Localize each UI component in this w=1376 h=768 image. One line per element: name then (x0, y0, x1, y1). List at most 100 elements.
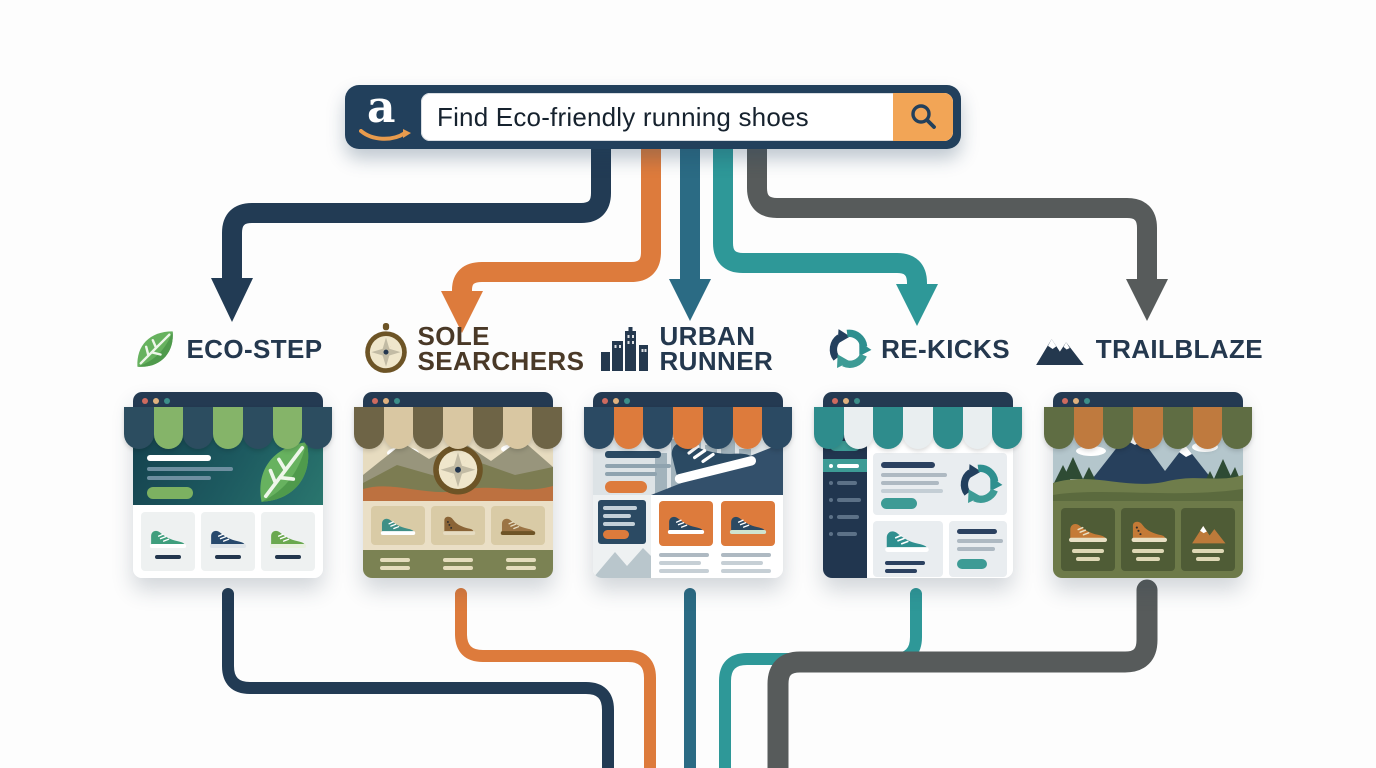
window-dot (832, 397, 838, 404)
product-card[interactable] (1061, 508, 1115, 571)
storefront-sole-searchers (354, 392, 563, 578)
product-row (1053, 501, 1243, 578)
compass-icon (363, 323, 409, 375)
awning (1044, 407, 1253, 449)
city-icon (599, 327, 651, 371)
line-from-eco-step (222, 588, 614, 768)
hiking-boot-icon (1127, 518, 1169, 545)
hero-cta-button[interactable] (147, 487, 193, 499)
window-dot (1084, 397, 1090, 404)
store-label-sole-searchers: SOLE SEARCHERS (343, 316, 585, 382)
product-text-line (659, 553, 709, 557)
search-input[interactable]: Find Eco-friendly running shoes (421, 93, 893, 141)
amazon-logo-letter: a (367, 82, 396, 133)
window-dot (1073, 397, 1079, 404)
sidebar-bullet (829, 481, 833, 485)
product-text-line (885, 569, 917, 573)
leaf-icon (133, 327, 177, 371)
product-card[interactable] (491, 506, 545, 545)
nav-text-line (603, 514, 631, 518)
sidebar-bullet (829, 515, 833, 519)
line-from-sole-searchers (455, 588, 656, 768)
browser-bar (823, 392, 1013, 409)
product-card[interactable] (431, 506, 485, 545)
hiking-shoe-icon (1067, 518, 1109, 545)
footer-text-group (379, 558, 410, 570)
product-text-line (275, 554, 301, 559)
product-text-line (659, 569, 709, 573)
browser-bar (1053, 392, 1243, 409)
browser-bar (363, 392, 553, 409)
store-name: URBAN RUNNER (659, 321, 774, 376)
sneaker-icon (208, 525, 248, 551)
recycle-icon (826, 326, 872, 372)
arrowhead-sole-searchers (441, 291, 483, 333)
store-label-eco-step: ECO-STEP (113, 316, 343, 382)
search-field: Find Eco-friendly running shoes (421, 93, 953, 141)
product-card[interactable] (873, 521, 943, 577)
sneaker-icon (379, 513, 417, 538)
sneaker-icon (883, 525, 931, 555)
product-card[interactable] (261, 512, 315, 571)
product-card[interactable] (1121, 508, 1175, 571)
product-text-line (1072, 549, 1104, 553)
arrowhead-urban-runner (669, 279, 711, 321)
sidebar-bullet (829, 498, 833, 502)
mountain-icon (1033, 331, 1087, 368)
product-card[interactable] (371, 506, 425, 545)
window-dot (383, 397, 389, 404)
hero-cta-button[interactable] (605, 481, 647, 493)
product-card[interactable] (141, 512, 195, 571)
product-row (133, 505, 323, 578)
sidebar-bullet (829, 532, 833, 536)
store-name: SOLE SEARCHERS (417, 321, 585, 376)
product-text-line (215, 554, 241, 559)
sneaker-icon (666, 511, 706, 537)
sidebar-button[interactable] (830, 441, 860, 451)
product-card[interactable] (1181, 508, 1235, 571)
store-column-urban-runner: URBAN RUNNER (573, 316, 803, 578)
content-section (593, 495, 783, 578)
window-dot (602, 397, 608, 404)
sidebar-text-line (837, 481, 857, 485)
hero-text-line (147, 476, 211, 480)
window-dot (372, 397, 378, 404)
arrow-to-trailblaze (747, 140, 1157, 282)
boot-icon (439, 513, 477, 538)
product-text-line (721, 569, 771, 573)
hero-text-line (605, 451, 661, 458)
product-button[interactable] (956, 559, 987, 569)
mountain-scene (1053, 427, 1243, 501)
mountain-badge-icon (1192, 525, 1226, 544)
hero-banner (363, 409, 553, 501)
nav-button[interactable] (603, 530, 629, 539)
product-text-line (1192, 549, 1224, 553)
sidebar-text-line (837, 463, 859, 468)
info-panel (873, 453, 1007, 515)
product-card[interactable] (659, 501, 713, 546)
arrow-to-re-kicks (713, 140, 927, 293)
product-card[interactable] (948, 521, 1007, 577)
store-label-re-kicks: RE-KICKS (803, 316, 1033, 382)
sneaker-icon (268, 525, 308, 551)
product-card[interactable] (201, 512, 255, 571)
panel-text-line (881, 489, 943, 493)
product-card[interactable] (721, 501, 775, 546)
hero-text-line (605, 464, 671, 468)
store-column-sole-searchers: SOLE SEARCHERS (343, 316, 585, 578)
product-text-line (885, 561, 925, 565)
product-row (363, 501, 553, 550)
sidebar (593, 495, 651, 578)
main-area (867, 449, 1013, 578)
search-button[interactable] (893, 93, 953, 141)
sidebar-text-line (837, 532, 857, 536)
nav-text-line (603, 522, 635, 526)
search-query-text: Find Eco-friendly running shoes (437, 101, 809, 132)
sneaker-icon (148, 525, 188, 551)
storefront-eco-step (124, 392, 333, 578)
store-label-urban-runner: URBAN RUNNER (573, 316, 803, 382)
panel-button[interactable] (881, 498, 917, 509)
sidebar-text-line (837, 498, 861, 502)
arrowhead-eco-step (211, 278, 253, 322)
